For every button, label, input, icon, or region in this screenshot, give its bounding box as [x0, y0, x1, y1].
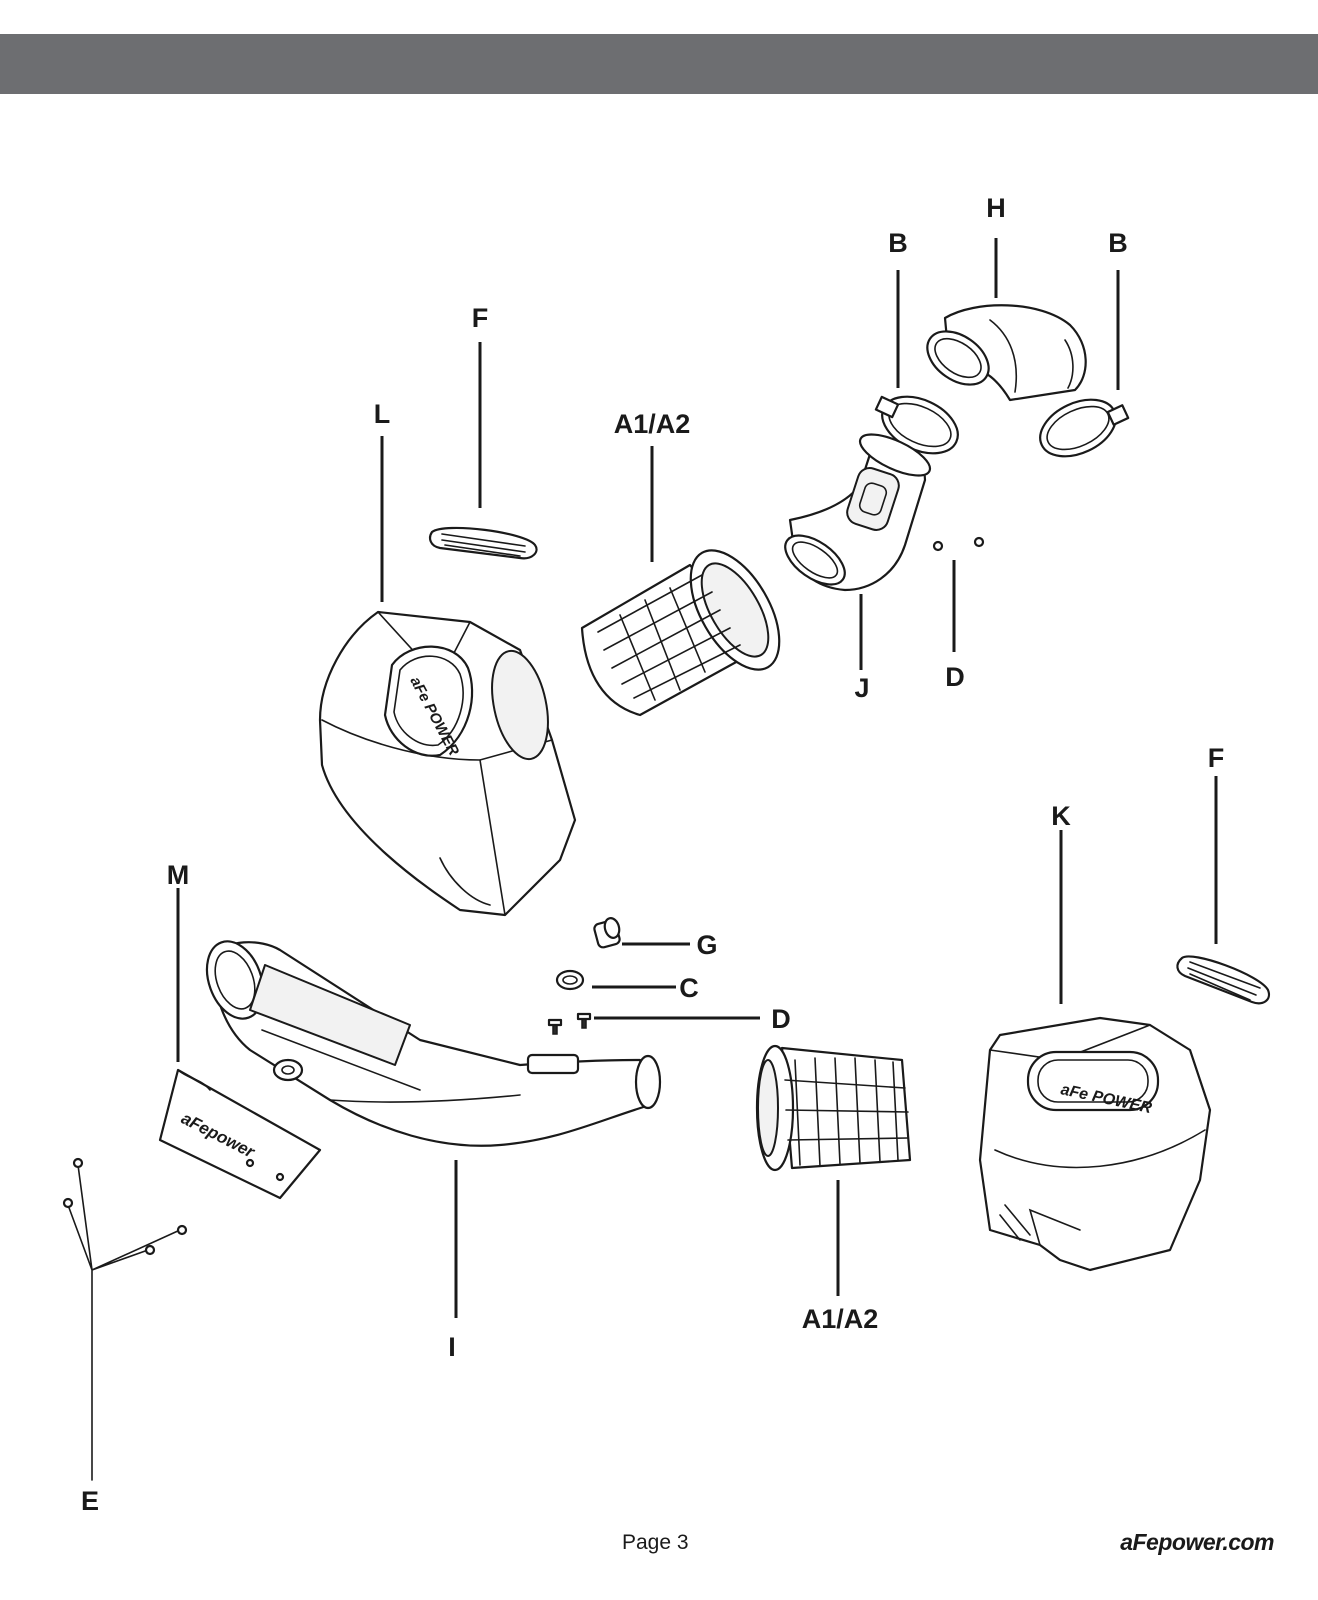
callout-a1a2-top: A1/A2 — [614, 409, 691, 439]
callout-i: I — [448, 1332, 456, 1362]
part-a1a2-filter-bottom — [755, 1044, 912, 1172]
callout-f-top: F — [472, 303, 489, 333]
callout-c: C — [679, 973, 699, 1003]
callout-b-left: B — [888, 228, 908, 258]
callout-a1a2-bottom: A1/A2 — [802, 1304, 879, 1334]
callout-f-right: F — [1208, 743, 1225, 773]
callout-j: J — [854, 673, 869, 703]
part-b-clamp-right — [1039, 398, 1130, 458]
callout-g: G — [696, 930, 717, 960]
callout-d-top: D — [945, 662, 965, 692]
part-j-maf-housing — [784, 433, 932, 592]
part-m-tube-shield — [158, 1068, 322, 1200]
part-k-air-box — [978, 1016, 1212, 1272]
callout-k: K — [1051, 801, 1071, 831]
callout-b-right: B — [1108, 228, 1128, 258]
part-i-intake-tube — [205, 940, 662, 1147]
callout-m: M — [167, 860, 190, 890]
part-a1a2-filter-top — [580, 549, 781, 717]
part-h-elbow-coupler — [926, 304, 1087, 402]
part-f-breather-top — [429, 526, 538, 560]
callout-e: E — [81, 1486, 99, 1516]
part-d-screws-mid — [547, 1012, 592, 1035]
website-link[interactable]: aFepower.com — [1120, 1529, 1274, 1555]
part-c-grommet — [555, 969, 585, 991]
part-f-breather-right — [1176, 955, 1271, 1005]
part-l-air-box — [318, 610, 577, 917]
callout-h: H — [986, 193, 1006, 223]
page-number: Page 3 — [622, 1531, 689, 1554]
callout-l: L — [374, 399, 391, 429]
part-g-fitting — [593, 917, 621, 949]
part-e-hardware — [62, 1157, 188, 1481]
callout-d-mid: D — [771, 1004, 791, 1034]
header-bar — [0, 34, 1318, 94]
part-d-screws-top — [932, 536, 985, 552]
